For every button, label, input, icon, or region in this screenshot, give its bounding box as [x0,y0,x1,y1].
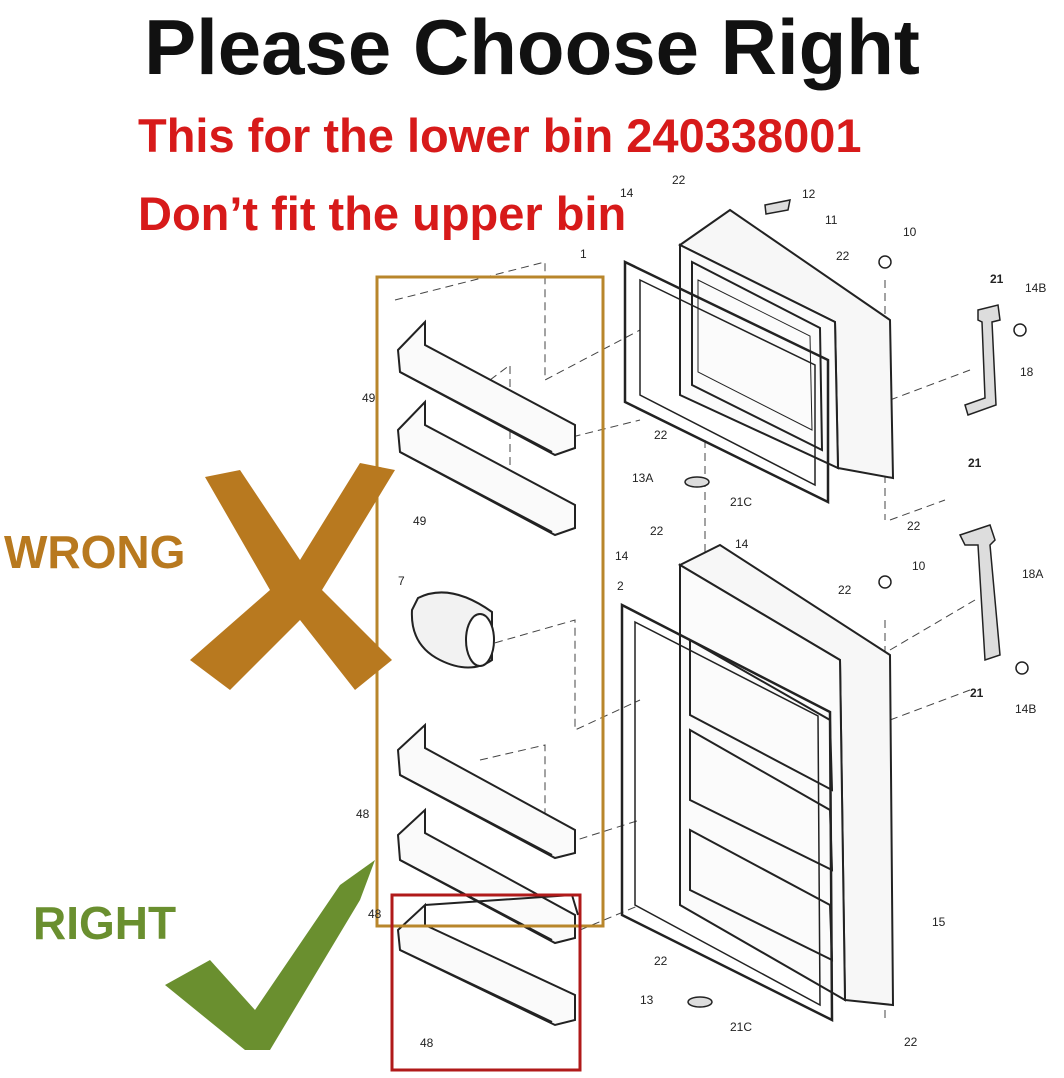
part-21c-lower: 21C [730,1020,752,1034]
part-7-cover [410,591,495,669]
part-number-labels: 1 2 7 10 10 11 12 13 13A 14 14 14 14B 14… [356,173,1046,1050]
part-22-b: 22 [654,428,668,442]
door-bins [396,319,579,1027]
part-13a: 13A [632,471,653,485]
part-7: 7 [398,574,405,588]
part-13: 13 [640,993,654,1007]
part-22-top: 22 [672,173,686,187]
right-label: RIGHT [33,897,177,949]
part-22-e: 22 [838,583,852,597]
part-48-a: 48 [356,807,370,821]
part-22-d: 22 [650,524,664,538]
right-check-icon [165,860,375,1050]
part-14-left: 14 [615,549,629,563]
upper-bin-note: Don’t fit the upper bin [138,187,627,240]
lower-bin-note: This for the lower bin 240338001 [138,109,862,162]
part-10-lower: 10 [912,559,926,573]
page-title: Please Choose Right [144,3,920,91]
part-15: 15 [932,915,946,929]
part-14b-lower: 14B [1015,702,1036,716]
part-21c-upper: 21C [730,495,752,509]
part-22-g: 22 [904,1035,918,1049]
part-49-b: 49 [413,514,427,528]
part-14b-upper: 14B [1025,281,1046,295]
right-bin-box [390,893,582,1072]
part-22-a: 22 [836,249,850,263]
freezer-gasket [623,260,830,505]
part-10-upper: 10 [903,225,917,239]
wrong-bins-box [375,275,605,928]
wrong-label: WRONG [4,526,186,578]
part-18: 18 [1020,365,1034,379]
freezer-door [678,208,895,480]
part-21-mid: 21 [968,456,982,470]
part-21-upper: 21 [990,272,1004,286]
part-48-b: 48 [368,907,382,921]
part-49-a: 49 [362,391,376,405]
fresh-food-door [677,543,895,1007]
fresh-food-gasket [620,602,834,1023]
part-18a: 18A [1022,567,1043,581]
part-1: 1 [580,247,587,261]
part-14-top: 14 [620,186,634,200]
hinges [684,199,1029,1008]
part-22-f: 22 [654,954,668,968]
part-22-c: 22 [907,519,921,533]
part-12: 12 [802,187,816,201]
part-48-c: 48 [420,1036,434,1050]
part-2: 2 [617,579,624,593]
part-21-lower: 21 [970,686,984,700]
part-14-mid: 14 [735,537,749,551]
part-11: 11 [825,213,838,227]
wrong-x-icon [190,463,395,690]
